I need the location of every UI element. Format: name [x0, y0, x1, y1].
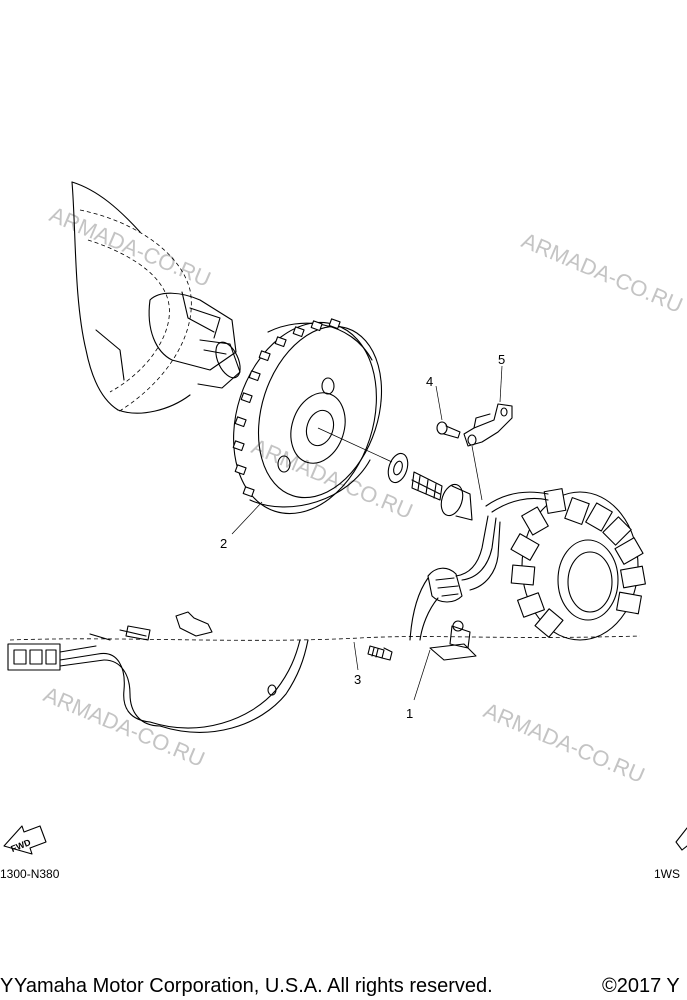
flywheel-slots: [232, 318, 341, 498]
washer: [387, 452, 409, 484]
watermark-text: ARMADA-CO.RU: [46, 202, 214, 292]
screw-part-3: [367, 645, 393, 661]
watermarks: ARMADA-CO.RU ARMADA-CO.RU ARMADA-CO.RU A…: [40, 202, 686, 788]
crankshaft: [71, 181, 241, 414]
callout-3: 3: [354, 672, 361, 687]
fwd-arrow-icon: FWD: [3, 825, 47, 855]
page-break: [9, 635, 641, 641]
diagram-code-right: 1WS: [654, 867, 680, 881]
screw-part-4: [435, 385, 461, 439]
harness-grommet: [409, 567, 463, 641]
copyright-y-glyph: Y: [0, 975, 13, 997]
stator-coils: [510, 488, 646, 638]
watermark-text: ARMADA-CO.RU: [518, 228, 686, 318]
callout-2: 2: [220, 536, 227, 551]
lead-holder-part-5: [463, 365, 513, 501]
diagram-code-left: 1300-N380: [0, 867, 60, 881]
wiring-harness: [7, 611, 309, 733]
fwd-label: FWD: [9, 837, 32, 854]
callout-5: 5: [498, 352, 505, 367]
flywheel-bolt: [411, 471, 473, 521]
flywheel-rotor: [232, 318, 393, 515]
callout-4: 4: [426, 374, 433, 389]
stator-bolt-clamp: [429, 620, 477, 661]
copyright-year: ©2017 Y: [602, 975, 680, 997]
fwd-arrow-right-icon: [675, 827, 687, 851]
watermark-text: ARMADA-CO.RU: [40, 682, 208, 772]
callout-1: 1: [406, 706, 413, 721]
watermark-text: ARMADA-CO.RU: [480, 698, 648, 788]
leader-lines: [231, 501, 431, 701]
copyright-notice: Yamaha Motor Corporation, U.S.A. All rig…: [14, 975, 493, 997]
stator-assembly: [455, 488, 646, 641]
